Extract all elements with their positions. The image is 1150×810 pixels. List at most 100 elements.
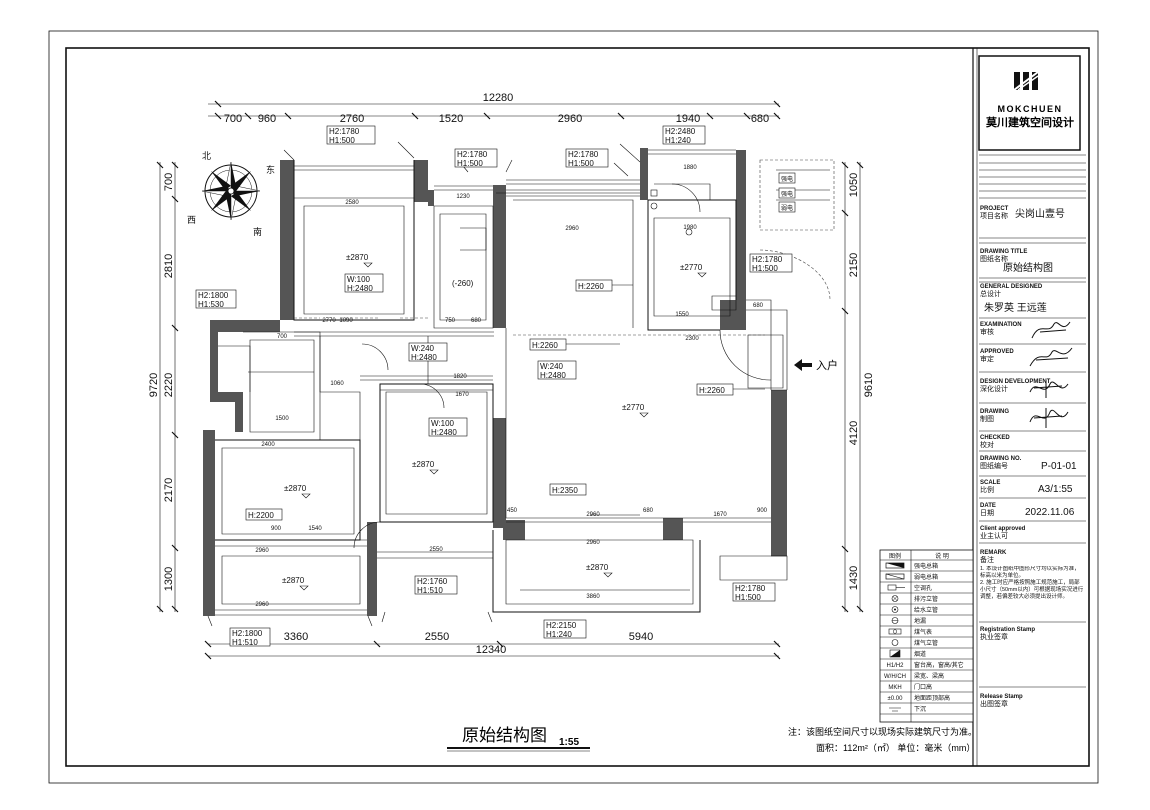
drawing-note: 注：该图纸空间尺寸以现场实际建筑尺寸为准。 <box>788 726 977 737</box>
height-tag: H:2200 <box>248 511 274 520</box>
svg-text:1670: 1670 <box>455 392 469 398</box>
tag-h2: H2:1780 <box>568 150 599 159</box>
svg-text:1550: 1550 <box>675 312 689 318</box>
checked-label-cn: 校对 <box>980 440 994 449</box>
tag-h1: H1:530 <box>198 300 224 309</box>
tag-h1: H1:510 <box>417 586 443 595</box>
registration-label-en: Registration Stamp <box>980 627 1035 633</box>
project-value: 尖岗山壹号 <box>1015 207 1065 220</box>
remark-label-en: REMARK <box>980 550 1007 556</box>
sunken-icon <box>889 707 901 712</box>
remark-label-cn: 备注 <box>980 555 994 564</box>
tag-h2: H2:1800 <box>198 291 229 300</box>
tag-h1: H1:240 <box>546 630 572 639</box>
top-dim: 960 <box>258 113 276 125</box>
legend-header-desc: 说 明 <box>935 552 949 560</box>
legend-desc: 烟道 <box>914 650 926 658</box>
svg-text:1540: 1540 <box>308 526 322 532</box>
bottom-total-dim: 12340 <box>476 644 507 656</box>
compass-icon <box>201 161 261 221</box>
scale-value: A3/1:55 <box>1038 484 1073 495</box>
right-dim: 2150 <box>848 253 860 277</box>
approved-label-en: APPROVED <box>980 349 1014 355</box>
drawing-signature <box>1029 408 1069 428</box>
right-dim: 1430 <box>848 566 860 590</box>
svg-text:1500: 1500 <box>275 416 289 422</box>
drawing-no-label-cn: 图纸编号 <box>980 461 1008 470</box>
legend-desc: 空调孔 <box>914 584 932 592</box>
date-label-en: DATE <box>980 503 996 509</box>
compass-west: 西 <box>187 215 196 225</box>
floor-levels: ±2870 ±2770 ±2770 ±2870 ±2870 ±2870 ±287… <box>282 253 707 591</box>
svg-text:2960: 2960 <box>586 512 600 518</box>
beam-h: H:2480 <box>431 428 457 437</box>
brand-en: MOKCHUEN <box>998 104 1063 114</box>
general-design-label-cn: 总设计 <box>980 289 1001 298</box>
tag-h1: H1:500 <box>329 136 355 145</box>
drawing-title-value: 原始结构图 <box>1003 261 1053 274</box>
svg-text:2400: 2400 <box>261 442 275 448</box>
scale-label-en: SCALE <box>980 480 1000 486</box>
examination-label-cn: 审核 <box>980 327 994 336</box>
tag-h2: H2:1780 <box>329 127 360 136</box>
left-total-dim: 9720 <box>148 373 160 397</box>
legend-header-symbol: 图例 <box>889 552 901 560</box>
legend-symbol-level: ±0.00 <box>888 696 904 702</box>
entry-arrow-icon <box>794 359 812 371</box>
window-height-tags: H2:1780 H1:500 H2:1780 H1:500 H2:1780 H1… <box>195 125 793 647</box>
release-label-cn: 出图签章 <box>980 699 1008 708</box>
checked-label-en: CHECKED <box>980 435 1010 441</box>
dimension-lines: 12280 700 960 2760 1520 2960 1940 680 33… <box>148 92 875 660</box>
entry-label: 入户 <box>816 358 838 372</box>
project-label-cn: 项目名称 <box>980 211 1008 220</box>
tag-h2: H2:1760 <box>417 577 448 586</box>
svg-text:1820: 1820 <box>453 374 467 380</box>
design-dev-label-en: DESIGN DEVELOPMENT <box>980 379 1051 385</box>
svg-text:900: 900 <box>757 508 768 514</box>
legend-desc: 窗台高，窗高/其它 <box>914 661 964 669</box>
company-logo: MOKCHUEN 莫川建筑空间设计 <box>985 70 1074 129</box>
legend-symbol-mkh: MKH <box>888 685 901 691</box>
legend-desc: 门口高 <box>914 683 932 691</box>
svg-text:2960: 2960 <box>255 602 269 608</box>
svg-text:1980: 1980 <box>683 225 697 231</box>
brand-cn: 莫川建筑空间设计 <box>985 115 1074 129</box>
drawing-title-block: 原始结构图 1:55 <box>447 726 590 752</box>
svg-text:2300: 2300 <box>685 336 699 342</box>
height-tag: H:2260 <box>578 282 604 291</box>
right-dim: 4120 <box>848 421 860 445</box>
remark-2: 2. 施工时应严格按照施工规范施工，局部小尺寸（50mm以内）可根据现场实况进行… <box>980 580 1084 600</box>
svg-text:2960: 2960 <box>255 548 269 554</box>
examination-label-en: EXAMINATION <box>980 322 1022 328</box>
level-mark: ±2870 <box>412 460 435 469</box>
legend-desc: 给水立管 <box>914 606 938 614</box>
right-dim: 1050 <box>848 173 860 197</box>
tag-h2: H2:2480 <box>665 127 696 136</box>
tag-h1: H1:500 <box>752 264 778 273</box>
drawing-no-label-en: DRAWING NO. <box>980 456 1022 462</box>
svg-text:2960: 2960 <box>586 540 600 546</box>
beam-tags: W:100 H:2480 W:240 H:2480 W:240 H:2480 W… <box>344 273 577 437</box>
water-pipe-icon <box>891 606 899 613</box>
tag-h2: H2:2150 <box>546 621 577 630</box>
gas-pipe-icon <box>891 639 899 646</box>
drawing-label-en: DRAWING <box>980 409 1009 415</box>
drawing-title-label-cn: 图纸名称 <box>980 254 1008 263</box>
client-label-cn: 业主认可 <box>980 531 1008 540</box>
top-total-dim: 12280 <box>483 92 514 104</box>
svg-text:1090: 1090 <box>339 318 353 324</box>
tag-h2: H2:1780 <box>457 150 488 159</box>
bottom-dim: 5940 <box>629 631 653 643</box>
drawing-scale: 1:55 <box>559 737 579 748</box>
design-dev-label-cn: 深化设计 <box>980 384 1008 393</box>
svg-text:680: 680 <box>471 318 482 324</box>
svg-text:900: 900 <box>271 526 282 532</box>
logo-frame <box>978 55 1081 151</box>
structural-walls <box>203 148 787 616</box>
drawing-title-label-en: DRAWING TITLE <box>980 249 1027 255</box>
scale-label-cn: 比例 <box>980 485 994 494</box>
approved-label-cn: 审定 <box>980 354 994 363</box>
legend-desc: 地漏 <box>914 617 926 625</box>
svg-text:680: 680 <box>753 303 764 309</box>
